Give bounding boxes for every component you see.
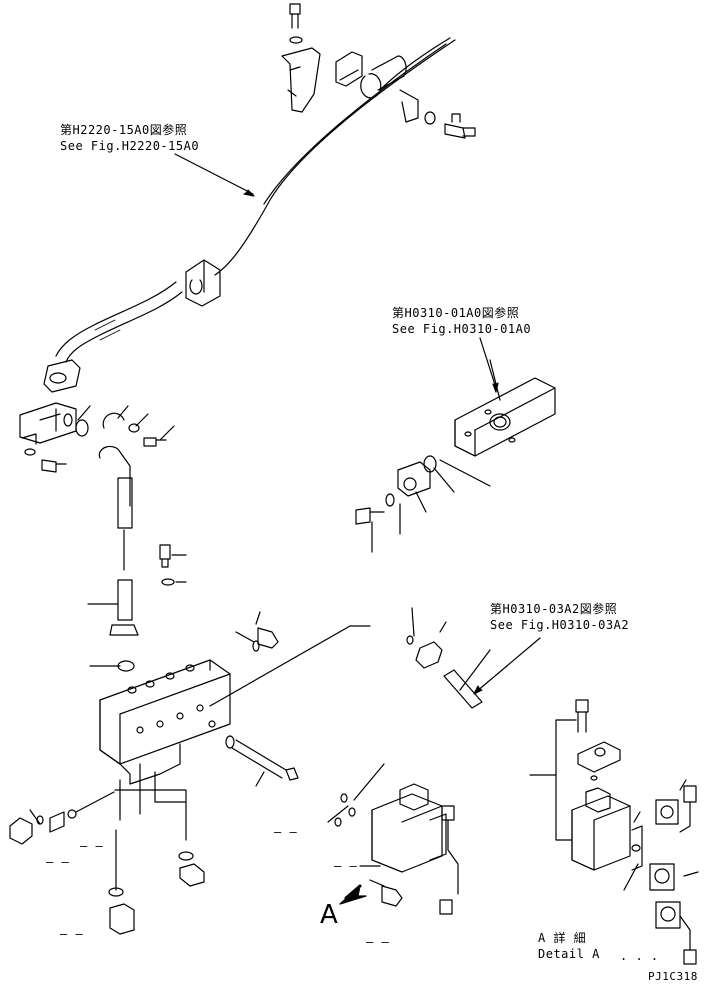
dash-label-3: – – — [334, 859, 358, 873]
view-letter-a: A — [320, 900, 338, 930]
pump-manifold — [355, 359, 556, 553]
ref-h2220-jp: 第H2220-15A0図参照 — [60, 123, 188, 137]
line-fitting — [406, 607, 491, 709]
top-valve-fittings — [89, 544, 279, 672]
detail-a-jp: A 詳 細 — [538, 931, 587, 945]
top-bracket-assembly — [281, 3, 476, 139]
dash-label-7: . . . — [620, 949, 659, 963]
drawing-code: PJ1C318 — [648, 970, 698, 983]
detail-a-valve — [529, 699, 699, 965]
ref-h0310-03-en: See Fig.H0310-03A2 — [490, 618, 630, 632]
section-a-valve — [327, 763, 459, 915]
left-fitting-group — [19, 402, 175, 473]
lower-left-fittings — [9, 763, 205, 935]
dash-label-5: – – — [60, 927, 84, 941]
ref-h0310-03-jp: 第H0310-03A2図参照 — [490, 602, 618, 616]
dash-label-4: – – — [46, 855, 70, 869]
cable-harness — [43, 39, 456, 393]
vertical-hose — [87, 445, 139, 636]
main-control-valve — [99, 625, 371, 787]
dash-label-2: – – — [80, 839, 104, 853]
reference-leaders — [174, 153, 541, 695]
ref-h0310-01-jp: 第H0310-01A0図参照 — [392, 306, 520, 320]
dash-label-1: – – — [274, 825, 298, 839]
dash-label-6: – – — [366, 935, 390, 949]
view-arrow — [339, 884, 367, 905]
ref-h0310-01-en: See Fig.H0310-01A0 — [392, 322, 532, 336]
ref-h2220-en: See Fig.H2220-15A0 — [60, 139, 200, 153]
detail-a-en: Detail A — [538, 947, 600, 961]
